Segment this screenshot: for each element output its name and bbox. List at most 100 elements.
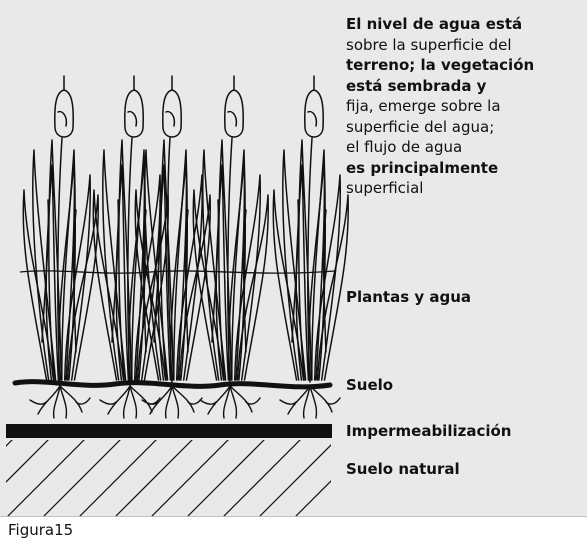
leaf xyxy=(233,174,261,381)
leaf-vein xyxy=(153,199,162,343)
description-line: sobre la superficie del xyxy=(346,35,512,54)
roots-group xyxy=(29,385,341,419)
hatch-line xyxy=(187,440,265,516)
leaf xyxy=(272,189,305,381)
leaf-vein xyxy=(291,199,300,343)
leaf xyxy=(295,164,310,381)
leaf xyxy=(175,174,203,381)
root xyxy=(129,385,153,413)
root xyxy=(279,399,297,405)
root xyxy=(325,397,341,405)
root xyxy=(207,385,231,415)
flower-head xyxy=(304,89,324,138)
soil-line xyxy=(12,379,333,390)
leaf xyxy=(236,194,269,381)
leaf xyxy=(45,164,60,381)
leaf xyxy=(63,174,91,381)
root xyxy=(52,385,61,419)
leaf-vein xyxy=(184,209,189,353)
flower-head xyxy=(124,89,144,138)
root xyxy=(171,385,180,419)
leaf-vein xyxy=(111,199,120,343)
label-waterproofing: Impermeabilización xyxy=(346,422,512,440)
root xyxy=(229,385,253,413)
leaf xyxy=(218,139,232,381)
root xyxy=(37,385,61,415)
leaf-vein xyxy=(322,209,327,353)
roots xyxy=(141,385,203,419)
root xyxy=(199,399,217,405)
flower-mark xyxy=(127,110,138,127)
hatch-line xyxy=(7,440,85,516)
leaf xyxy=(178,194,211,381)
leaf xyxy=(48,139,62,381)
leaf xyxy=(32,149,57,381)
root xyxy=(141,399,159,405)
label-natural-soil: Suelo natural xyxy=(346,460,460,478)
leaf xyxy=(298,139,312,381)
description-line: el flujo de agua xyxy=(346,138,463,156)
leaf xyxy=(102,149,127,381)
description-line: es principalmente xyxy=(346,158,499,177)
root xyxy=(59,385,83,413)
hatch-line xyxy=(43,440,121,516)
figure-caption: Figura15 xyxy=(8,521,74,539)
root xyxy=(59,385,68,419)
root xyxy=(122,385,131,419)
flower-mark xyxy=(165,110,176,127)
roots xyxy=(199,385,261,419)
flower-mark xyxy=(307,110,318,127)
plant xyxy=(192,75,269,383)
caption-bar: Figura15 xyxy=(0,516,587,545)
natural-soil-hatching xyxy=(6,440,331,516)
leaf xyxy=(134,189,167,381)
root xyxy=(164,385,173,419)
hatch-line xyxy=(259,444,331,516)
diagram-panel: El nivel de agua está sobre la superficie… xyxy=(6,15,535,516)
leaf xyxy=(115,164,130,381)
description-line: fija, emerge sobre la xyxy=(346,97,501,115)
plant xyxy=(22,75,99,383)
leaf xyxy=(66,194,99,381)
leaf-vein xyxy=(211,199,220,343)
root xyxy=(187,397,203,405)
leaf xyxy=(282,149,307,381)
description-line: superficie del agua; xyxy=(346,117,495,136)
hatch-line xyxy=(151,440,229,516)
root xyxy=(229,385,238,419)
description-line: terreno; la vegetación xyxy=(346,56,535,74)
root xyxy=(245,397,261,405)
leaf xyxy=(92,189,125,381)
root xyxy=(149,385,173,415)
leaf xyxy=(144,149,169,381)
plant xyxy=(272,75,349,383)
leaf-vein xyxy=(72,209,77,353)
flower-mark xyxy=(57,110,68,127)
leaf xyxy=(202,149,227,381)
flower-mark xyxy=(227,110,238,127)
plants-group xyxy=(22,75,349,383)
label-soil: Suelo xyxy=(346,376,394,394)
root xyxy=(75,397,91,405)
root xyxy=(107,385,131,415)
root xyxy=(99,399,117,405)
flower-head xyxy=(54,89,74,138)
root xyxy=(222,385,231,419)
hatch-line xyxy=(115,440,193,516)
description-line: El nivel de agua está xyxy=(346,15,523,33)
description-line: superficial xyxy=(346,179,424,197)
root xyxy=(171,385,195,413)
wetland-diagram xyxy=(6,75,349,516)
plant xyxy=(134,75,211,383)
leaf-vein xyxy=(41,199,50,343)
leaf xyxy=(313,174,341,381)
hatch-line xyxy=(223,440,301,516)
leaf xyxy=(192,189,225,381)
root xyxy=(287,385,311,415)
hatch-line xyxy=(6,440,49,483)
leaf xyxy=(157,164,172,381)
root xyxy=(29,399,47,405)
waterproofing-layer xyxy=(6,424,332,438)
hatch-line xyxy=(6,440,13,447)
root xyxy=(309,385,333,413)
